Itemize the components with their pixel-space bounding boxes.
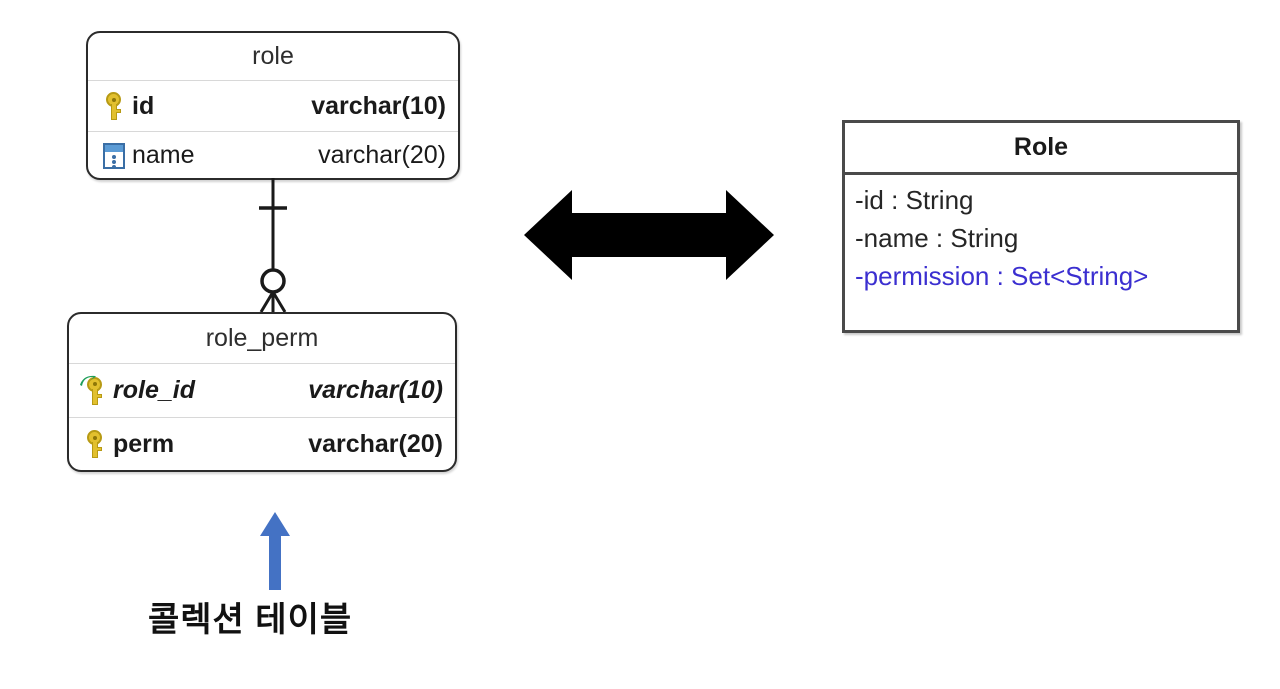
uml-attribute: -id : String bbox=[855, 185, 974, 215]
primary-key-icon bbox=[98, 89, 132, 123]
uml-class-name: Role bbox=[845, 123, 1237, 175]
double-headed-arrow-icon bbox=[524, 180, 774, 290]
er-table-role[interactable]: role id varchar(10) name varchar(20) bbox=[86, 31, 460, 180]
up-arrow-icon bbox=[254, 512, 296, 590]
er-column-role-name[interactable]: name varchar(20) bbox=[88, 132, 458, 178]
er-column-type: varchar(10) bbox=[308, 376, 443, 404]
er-column-name: perm bbox=[113, 429, 175, 458]
er-table-role-title: role bbox=[88, 33, 458, 81]
er-column-name: name bbox=[132, 141, 195, 169]
uml-attribute-permission: -permission : Set<String> bbox=[855, 261, 1149, 291]
er-column-role-perm-perm[interactable]: perm varchar(20) bbox=[69, 418, 455, 470]
er-table-role-perm[interactable]: role_perm role_id varchar(10) bbox=[67, 312, 457, 472]
er-table-role-perm-title: role_perm bbox=[69, 314, 455, 364]
uml-attribute-list: -id : String -name : String -permission … bbox=[845, 175, 1237, 295]
er-column-type: varchar(10) bbox=[311, 91, 446, 120]
er-column-name: role_id bbox=[113, 376, 195, 404]
er-relationship-connector[interactable] bbox=[248, 178, 298, 314]
primary-key-icon bbox=[79, 427, 113, 461]
er-column-type: varchar(20) bbox=[308, 429, 443, 458]
annotation-label: 콜렉션 테이블 bbox=[148, 601, 353, 639]
uml-attribute: -name : String bbox=[855, 223, 1019, 253]
column-icon bbox=[98, 139, 132, 173]
er-column-name: id bbox=[132, 91, 155, 120]
uml-class-role[interactable]: Role -id : String -name : String -permis… bbox=[842, 120, 1240, 333]
foreign-primary-key-icon bbox=[79, 373, 113, 408]
er-column-role-perm-role-id[interactable]: role_id varchar(10) bbox=[69, 364, 455, 418]
er-column-type: varchar(20) bbox=[318, 141, 446, 169]
fk-green-arrow-icon bbox=[79, 373, 97, 386]
er-column-role-id[interactable]: id varchar(10) bbox=[88, 81, 458, 132]
